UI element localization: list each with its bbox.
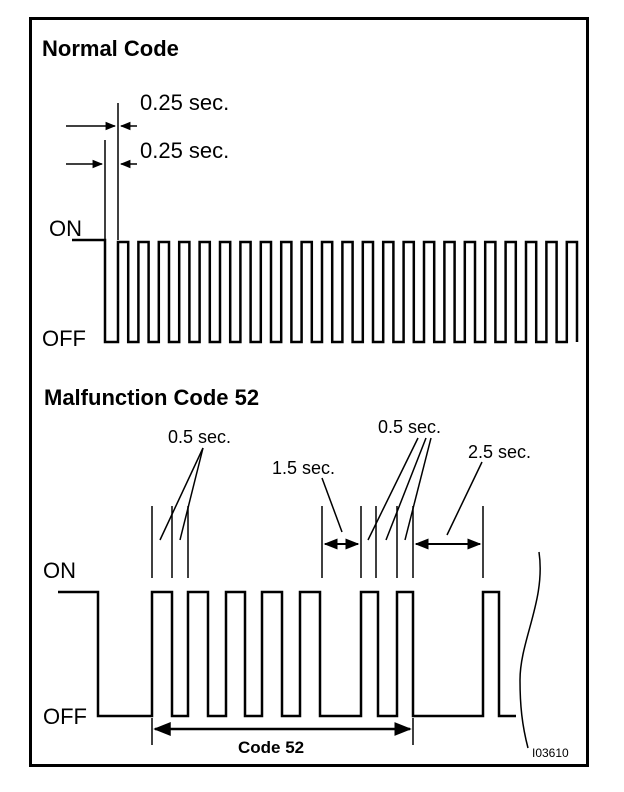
- malfunction-dimension-lines: [151, 437, 484, 578]
- normal-code-title: Normal Code: [42, 36, 179, 61]
- normal-off-label: OFF: [42, 326, 86, 351]
- code-52-label: Code 52: [238, 738, 304, 757]
- malfunction-code-waveform: [58, 590, 516, 718]
- code-52-span: [151, 718, 414, 745]
- malfunction-code-title: Malfunction Code 52: [44, 385, 259, 410]
- malfunction-on-label: ON: [43, 558, 76, 583]
- continuation-break-line: [519, 551, 541, 749]
- malfunction-off-label: OFF: [43, 704, 87, 729]
- diagram-frame: [29, 17, 589, 767]
- malfunction-dim-left-label: 0.5 sec.: [168, 427, 231, 447]
- normal-dim-top-label: 0.25 sec.: [140, 90, 229, 115]
- malfunction-dim-repeat-label: 2.5 sec.: [468, 442, 531, 462]
- normal-dimension-lines: [66, 103, 137, 240]
- figure-id: I03610: [532, 746, 569, 760]
- normal-code-waveform: [72, 238, 579, 344]
- malfunction-dim-right-label: 0.5 sec.: [378, 417, 441, 437]
- normal-dim-bottom-label: 0.25 sec.: [140, 138, 229, 163]
- malfunction-dim-gap-label: 1.5 sec.: [272, 458, 335, 478]
- normal-on-label: ON: [49, 216, 82, 241]
